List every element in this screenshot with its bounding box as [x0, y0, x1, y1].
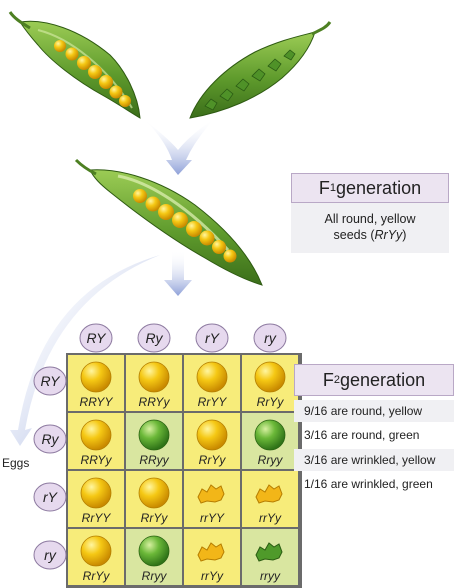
genotype-label: RRYy	[139, 395, 171, 409]
wrinkled-seed-icon	[255, 542, 283, 562]
genotype-label: RRYY	[80, 395, 114, 409]
svg-text:Ry: Ry	[145, 330, 163, 346]
egg-allele: rY	[33, 482, 67, 512]
round-yellow-seed-icon	[80, 477, 112, 509]
round-green-seed-icon	[138, 419, 170, 451]
cross-arrow	[145, 118, 215, 175]
punnett-cell: RrYy	[242, 355, 298, 411]
genotype-label: RRYy	[81, 453, 113, 467]
genotype-label: RrYy	[141, 511, 169, 525]
egg-allele: Ry	[33, 424, 67, 454]
eggs-label: Eggs	[2, 456, 30, 470]
parent-pod-wrinkled-green	[189, 21, 332, 119]
egg-allele: ry	[33, 540, 67, 570]
round-yellow-seed-icon	[196, 361, 228, 393]
svg-text:RY: RY	[41, 373, 62, 389]
round-yellow-seed-icon	[254, 361, 286, 393]
genotype-label: RrYY	[82, 511, 112, 525]
sperm-alleles: RY Ry rY ry	[79, 323, 287, 353]
f1-desc-line-1: All round, yellow	[324, 212, 416, 226]
punnett-cell: RrYY	[184, 355, 240, 411]
punnett-cell: RRYY	[68, 355, 124, 411]
punnett-cell: RrYy	[126, 471, 182, 527]
round-green-seed-icon	[254, 419, 286, 451]
wrinkled-seed-icon	[197, 484, 225, 504]
round-yellow-seed-icon	[138, 361, 170, 393]
genotype-label: rrYy	[259, 511, 282, 525]
genotype-label: RrYY	[198, 395, 228, 409]
egg-alleles: RY Ry rY ry	[33, 366, 67, 570]
genotype-label: rryy	[260, 569, 281, 583]
punnett-cell: RrYY	[68, 471, 124, 527]
genotype-label: Rryy	[258, 453, 284, 467]
punnett-cell: Rryy	[242, 413, 298, 469]
punnett-cell: rrYy	[184, 529, 240, 585]
genotype-label: rrYY	[200, 511, 225, 525]
round-yellow-seed-icon	[196, 419, 228, 451]
genotype-label: RRyy	[139, 453, 169, 467]
genotype-label: RrYy	[83, 569, 111, 583]
f2-ratio-2: 3/16 are round, green	[304, 428, 420, 442]
f1-desc-line-2: seeds (RrYy)	[333, 228, 407, 242]
round-green-seed-icon	[138, 535, 170, 567]
punnett-cell: Rryy	[126, 529, 182, 585]
punnett-cell: rryy	[242, 529, 298, 585]
punnett-cell: rrYy	[242, 471, 298, 527]
svg-text:rY: rY	[43, 489, 59, 505]
eggs-arrow	[10, 255, 160, 446]
punnett-cell: RRYy	[68, 413, 124, 469]
f1-description: All round, yellow seeds (RrYy)	[291, 203, 449, 253]
round-yellow-seed-icon	[80, 361, 112, 393]
egg-allele: RY	[33, 366, 67, 396]
wrinkled-seed-icon	[197, 542, 225, 562]
f2-ratio-1: 9/16 are round, yellow	[294, 400, 454, 422]
f2-ratio-3: 3/16 are wrinkled, yellow	[294, 449, 454, 471]
sperm-allele: Ry	[137, 323, 171, 353]
svg-text:Ry: Ry	[41, 431, 59, 447]
svg-text:rY: rY	[205, 330, 221, 346]
genotype-label: rrYy	[201, 569, 224, 583]
wrinkled-seed-icon	[255, 484, 283, 504]
genotype-label: RrYy	[257, 395, 285, 409]
round-yellow-seed-icon	[80, 535, 112, 567]
round-yellow-seed-icon	[80, 419, 112, 451]
punnett-cell: RrYy	[68, 529, 124, 585]
svg-text:ry: ry	[44, 547, 57, 563]
punnett-cell: RRyy	[126, 413, 182, 469]
svg-text:RY: RY	[87, 330, 108, 346]
punnett-cell: rrYY	[184, 471, 240, 527]
genotype-label: RrYy	[199, 453, 227, 467]
punnett-cell: RRYy	[126, 355, 182, 411]
parent-pod-round-yellow	[8, 11, 141, 119]
punnett-cell: RrYy	[184, 413, 240, 469]
f1-to-f2-arrow	[164, 250, 192, 296]
sperm-allele: rY	[195, 323, 229, 353]
genotype-label: Rryy	[142, 569, 168, 583]
sperm-allele: RY	[79, 323, 113, 353]
round-yellow-seed-icon	[138, 477, 170, 509]
f2-ratio-4: 1/16 are wrinkled, green	[304, 477, 433, 491]
sperm-allele: ry	[253, 323, 287, 353]
f1-pod	[74, 158, 263, 286]
svg-text:ry: ry	[264, 330, 277, 346]
